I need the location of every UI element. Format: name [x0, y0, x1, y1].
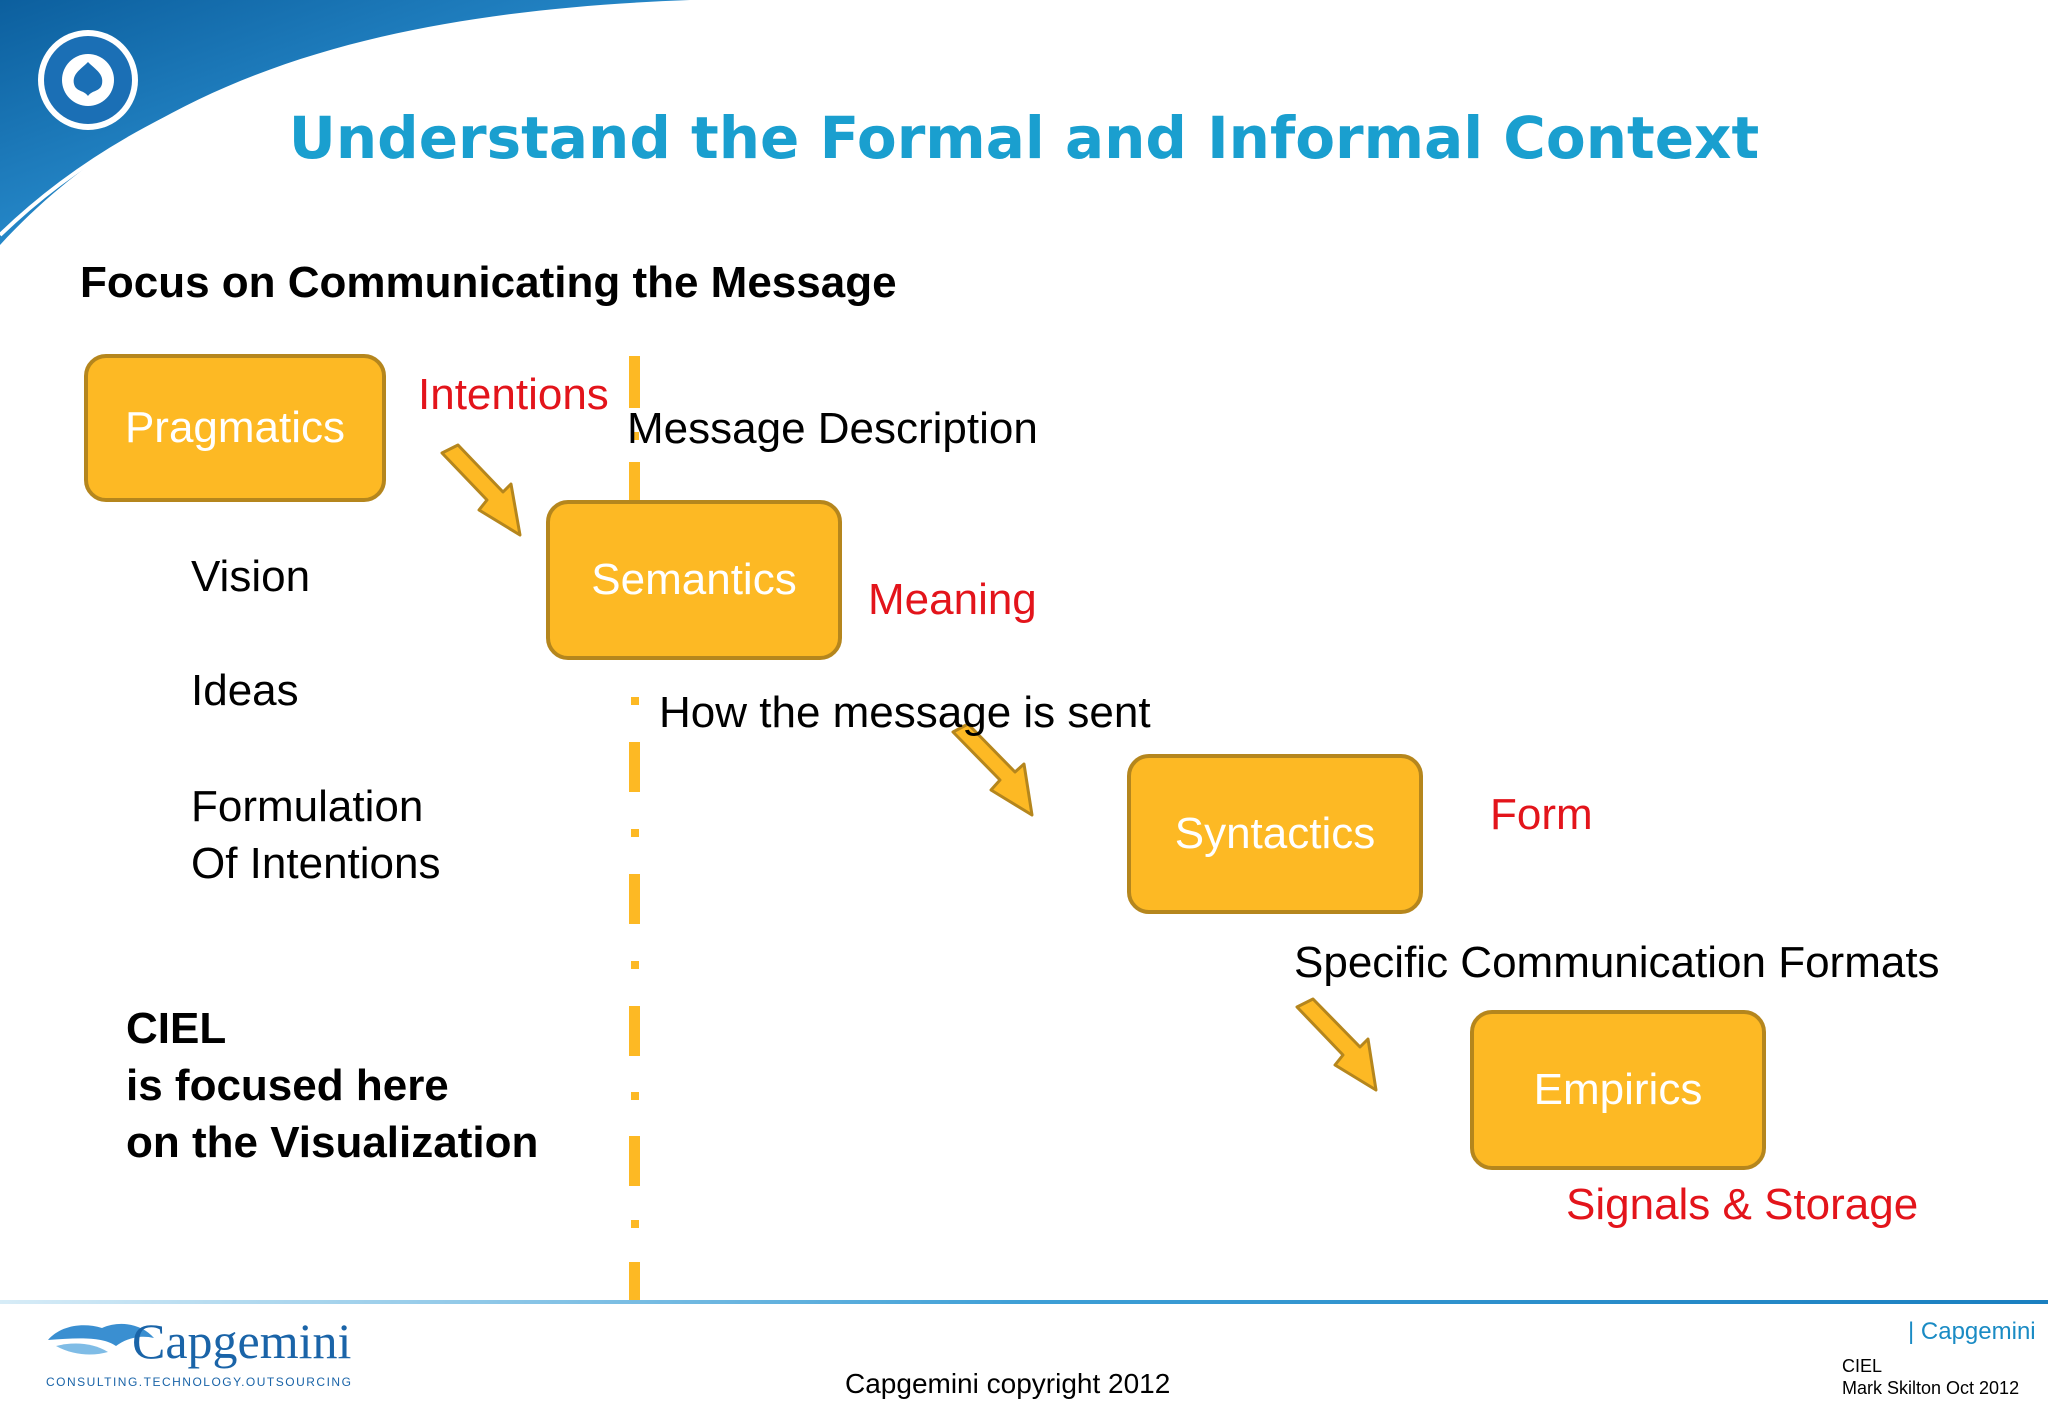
semantics-box: Semantics [546, 500, 842, 660]
empirics-box: Empirics [1470, 1010, 1766, 1170]
copyright-text: Capgemini copyright 2012 [845, 1368, 1171, 1399]
subtitle: Focus on Communicating the Message [80, 258, 897, 307]
arrow-down-right-icon [1295, 997, 1378, 1092]
footer-ciel: CIEL [1842, 1356, 1883, 1376]
meaning-label: Meaning [868, 575, 1037, 624]
pragmatics-label: Pragmatics [124, 403, 346, 452]
empirics-label: Empirics [1533, 1065, 1703, 1114]
list-item-formulation: Formulation Of Intentions [191, 778, 440, 892]
logo-tagline: CONSULTING.TECHNOLOGY.OUTSOURCING [46, 1375, 352, 1389]
list-item-ideas: Ideas [191, 666, 299, 715]
corner-swoosh-icon [0, 0, 691, 245]
arrow-down-right-icon [440, 443, 522, 537]
pragmatics-box: Pragmatics [84, 354, 386, 502]
syntactics-box: Syntactics [1127, 754, 1423, 914]
capgemini-logo-icon: Capgemini CONSULTING.TECHNOLOGY.OUTSOURC… [46, 1313, 352, 1389]
seal-logo-icon [38, 30, 138, 130]
ciel-note-line-3: on the Visualization [126, 1118, 539, 1167]
form-label: Form [1490, 790, 1593, 839]
footer-divider [0, 1300, 2048, 1304]
message-description: Message Description [627, 404, 1038, 453]
brand-text: | Capgemini [1908, 1318, 2036, 1345]
arrow-down-right-icon [951, 722, 1034, 817]
communication-formats: Specific Communication Formats [1294, 938, 1940, 987]
list-item-vision: Vision [191, 552, 311, 601]
intentions-label: Intentions [418, 370, 609, 419]
ciel-note: CIEL is focused here on the Visualizatio… [126, 1000, 538, 1171]
ciel-note-line-2: is focused here [126, 1061, 449, 1110]
page-title: Understand the Formal and Informal Conte… [288, 104, 1760, 172]
ciel-note-line-1: CIEL [126, 1004, 227, 1053]
logo-text: Capgemini [132, 1313, 351, 1369]
footer-author-date: Mark Skilton Oct 2012 [1842, 1378, 2020, 1398]
signals-storage-label: Signals & Storage [1566, 1180, 1919, 1229]
formulation-line-1: Formulation [191, 782, 424, 831]
semantics-label: Semantics [591, 555, 797, 604]
formulation-line-2: Of Intentions [191, 839, 441, 888]
syntactics-label: Syntactics [1174, 809, 1376, 858]
how-message-sent: How the message is sent [659, 688, 1151, 737]
